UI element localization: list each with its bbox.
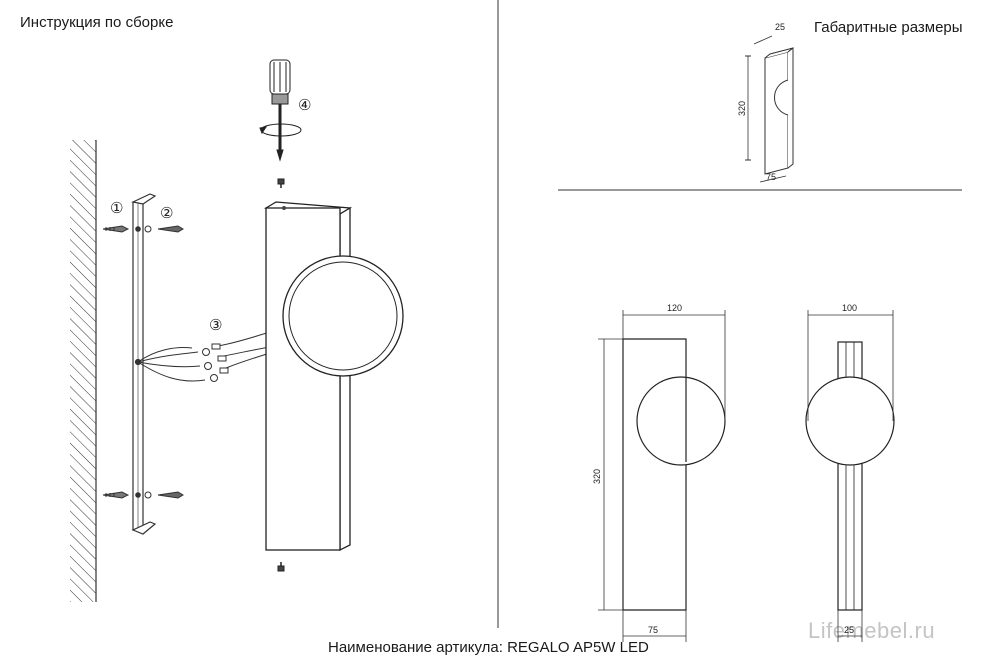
- article-name: Наименование артикула: REGALO AP5W LED: [328, 639, 649, 656]
- screw-top: [144, 225, 184, 233]
- wall: [70, 140, 97, 602]
- side-dimension-lines: [807, 310, 894, 642]
- wiring: [137, 331, 277, 382]
- watermark: Lifemebel.ru: [808, 618, 936, 643]
- lamp-globe: [282, 255, 404, 377]
- iso-height-label: 320: [737, 101, 747, 116]
- screw-bottom: [144, 491, 184, 499]
- assembly-title: Инструкция по сборке: [20, 14, 174, 31]
- dimensions-title: Габаритные размеры: [814, 19, 963, 36]
- front-view: [622, 338, 726, 611]
- bottom-fixing-screw: [277, 562, 285, 572]
- side-view: [805, 341, 895, 611]
- front-width-label: 120: [667, 303, 682, 313]
- iso-depth-label: 25: [775, 22, 785, 32]
- screwdriver-icon: [259, 59, 302, 162]
- wall-dowel-top: [102, 225, 130, 233]
- step-4-marker: ④: [298, 96, 311, 114]
- top-fixing-screw: [277, 178, 285, 188]
- wall-dowel-bottom: [102, 491, 130, 499]
- step-1-marker: ①: [110, 199, 123, 217]
- front-base-label: 75: [648, 625, 658, 635]
- iso-width-label: 75: [766, 172, 776, 182]
- front-dimension-lines: [598, 310, 726, 642]
- step-3-marker: ③: [209, 316, 222, 334]
- top-hole: [282, 206, 286, 210]
- front-height-label: 320: [592, 469, 602, 484]
- iso-dimension-view: [745, 35, 794, 183]
- step-2-marker: ②: [160, 204, 173, 222]
- terminal-connectors: [202, 343, 229, 382]
- mounting-bracket: [131, 193, 157, 535]
- side-base-label: 25: [844, 625, 854, 635]
- side-width-label: 100: [842, 303, 857, 313]
